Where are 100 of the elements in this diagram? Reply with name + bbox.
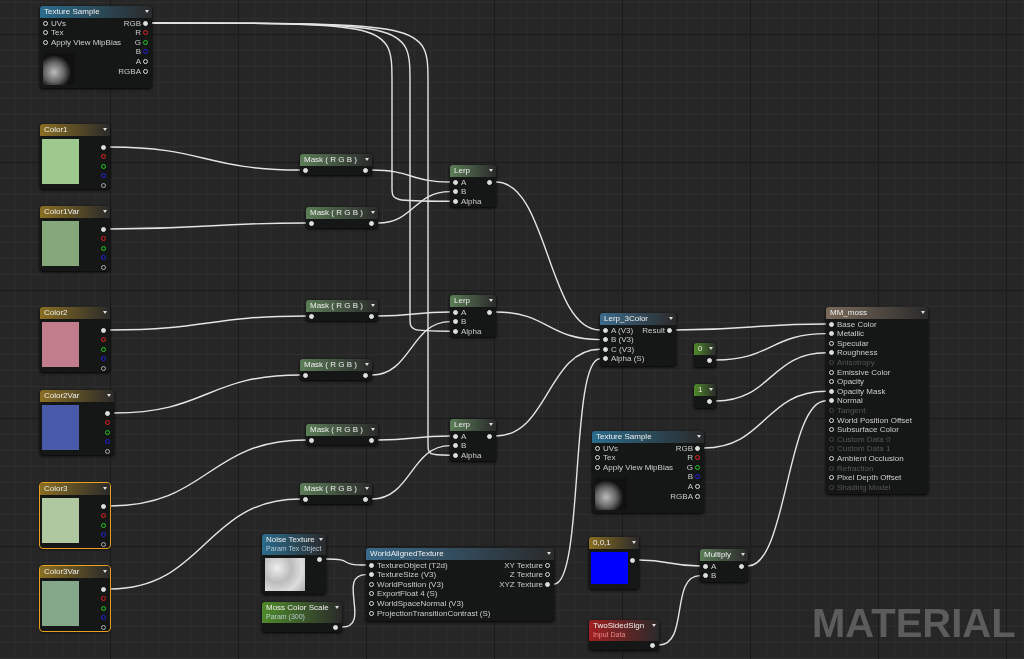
pin-label: Apply View MipBias: [603, 462, 674, 472]
graph-node: [306, 424, 378, 445]
pin-label: B: [461, 317, 467, 327]
graph-node: [300, 154, 372, 175]
pin-label: Ambient Occlusion: [837, 453, 904, 463]
node-title: Mask ( R G B ): [300, 359, 372, 371]
pin-label: A (V3): [611, 325, 634, 335]
graph-node: [300, 359, 372, 380]
pin-label: A: [461, 177, 467, 187]
pin-label: Tex: [603, 453, 616, 463]
pin-label: Pixel Depth Offset: [837, 473, 902, 483]
node-title: Color3: [40, 483, 110, 495]
wire: [377, 435, 451, 441]
graph-node: [694, 384, 716, 408]
graph-node: [589, 620, 659, 650]
wire: [109, 146, 301, 171]
wire: [495, 311, 601, 341]
pin-label: WorldSpaceNormal (V3): [377, 598, 464, 608]
pin-label: UVs: [51, 18, 67, 28]
node-title: Lerp_3Color: [600, 313, 676, 325]
pin-label: Anisotropy: [837, 357, 875, 367]
pin-label: RGB: [123, 18, 141, 28]
graph-node: [40, 390, 114, 455]
wire: [703, 390, 827, 449]
wire: [553, 358, 601, 585]
pin-label: A: [461, 307, 467, 317]
pin-label: UVs: [603, 443, 619, 453]
graph-node: [600, 313, 676, 366]
wire: [151, 22, 451, 456]
pin-label: G: [686, 462, 693, 472]
node-title: Mask ( R G B ): [306, 207, 378, 219]
pin-label: TextureObject (T2d): [377, 560, 448, 570]
wire: [675, 323, 827, 331]
pin-label: Z Texture: [509, 570, 543, 580]
pin-label: WorldPosition (V3): [377, 579, 444, 589]
node-title: Mask ( R G B ): [300, 154, 372, 166]
node-title: Lerp: [450, 165, 496, 177]
pin-label: Apply View MipBias: [51, 37, 122, 47]
pin-label: Base Color: [837, 319, 877, 329]
pin-label: R: [687, 453, 693, 463]
graph-node: [826, 307, 928, 494]
node-title: Color2: [40, 307, 110, 319]
pin-label: Opacity Mask: [837, 386, 886, 396]
graph-node: [306, 207, 378, 228]
wire: [371, 320, 451, 376]
pin-label: RGBA: [670, 491, 693, 501]
wire: [109, 222, 307, 230]
wire: [377, 190, 451, 224]
wire: [747, 400, 827, 567]
graph-node: [694, 343, 716, 367]
wire: [377, 311, 451, 317]
node-title: 0,0,1: [589, 537, 639, 549]
graph-node: [450, 419, 496, 461]
pin-label: XYZ Texture: [499, 579, 543, 589]
pin-label: R: [135, 28, 141, 38]
wire: [109, 439, 307, 507]
wire: [113, 374, 301, 414]
pin-label: Metallic: [837, 329, 865, 339]
node-title: Multiply: [700, 549, 748, 561]
node-title: Mask ( R G B ): [306, 424, 378, 436]
pin-label: B: [461, 441, 467, 451]
pin-label: ProjectionTransitionContrast (S): [377, 608, 491, 618]
wire: [495, 348, 601, 437]
node-title: Color1Var: [40, 206, 110, 218]
graph-node: [306, 300, 378, 321]
pin-label: Opacity: [837, 377, 865, 387]
node-title: Lerp: [450, 419, 496, 431]
pin-label: Tex: [51, 28, 64, 38]
pin-label: B: [461, 187, 467, 197]
wire: [371, 444, 451, 500]
wire: [371, 169, 451, 183]
node-title: Texture Sample: [40, 6, 152, 18]
pin-label: Alpha: [461, 326, 482, 336]
graph-node: [700, 549, 748, 582]
node-title: 1: [694, 384, 716, 396]
pin-label: A: [461, 431, 467, 441]
pin-label: Roughness: [837, 348, 878, 358]
pin-label: World Position Offset: [837, 415, 912, 425]
node-title: Texture Sample: [592, 431, 704, 443]
graph-node: [40, 566, 110, 631]
pin-label: RGBA: [118, 66, 141, 76]
pin-label: B (V3): [611, 335, 634, 345]
wire: [109, 498, 301, 590]
pin-label: B: [687, 472, 693, 482]
node-title: Lerp: [450, 295, 496, 307]
wire: [658, 574, 701, 646]
pin-label: XY Texture: [504, 560, 543, 570]
pin-label: G: [134, 37, 141, 47]
pin-label: RGB: [675, 443, 693, 453]
pin-label: Emissive Color: [837, 367, 891, 377]
pin-label: A: [687, 481, 693, 491]
node-title: Mask ( R G B ): [306, 300, 378, 312]
graph-node: [40, 124, 110, 189]
node-title: 0: [694, 343, 716, 355]
node-title: MM_moss: [826, 307, 928, 319]
wire: [341, 573, 367, 628]
graph-node: [366, 548, 554, 621]
node-title: Color1: [40, 124, 110, 136]
graph-node: [450, 295, 496, 337]
pin-label: B: [135, 47, 141, 57]
